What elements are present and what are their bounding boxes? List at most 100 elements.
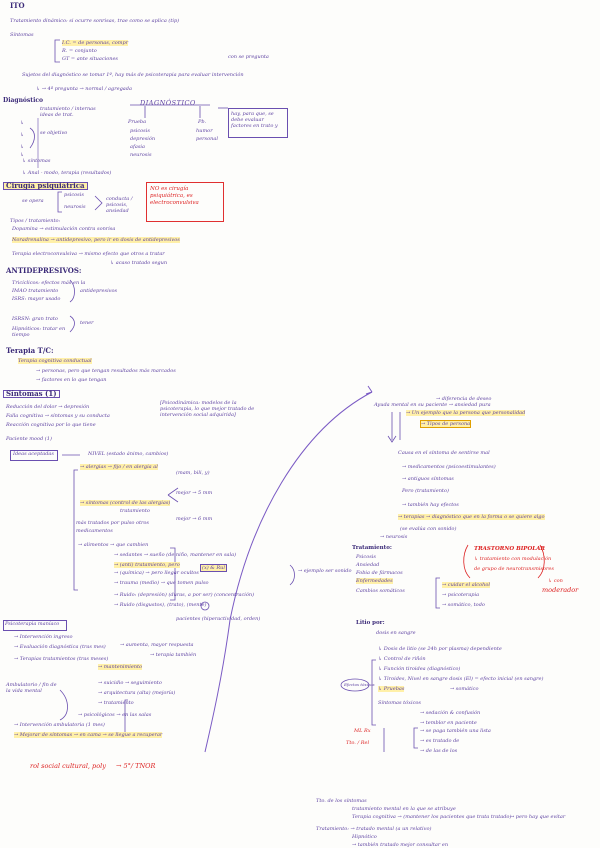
pm-line: → Evaluación diagnóstica (tras mes) — [14, 644, 106, 650]
pm-line: → Mejorar de síntomas → en cama → se lle… — [14, 732, 162, 738]
tipos-line: Terapia electroconvulsiva → mismo efecto… — [12, 251, 165, 257]
pm-line: → Intervención ingreso — [14, 634, 73, 640]
ali-line: → sedantes → sueño (de niño, mantener en… — [114, 552, 236, 558]
diag-title: Diagnóstico — [3, 98, 43, 104]
center-left: Prueba — [128, 119, 146, 125]
diag-sub: ideas de trat. — [40, 112, 74, 118]
pm-line: → tratamiento — [98, 700, 134, 706]
bot-line: Terapia cognitiva → (mantener los pacien… — [352, 814, 511, 820]
mood-line: más tratados por pulso otros — [76, 520, 149, 526]
note-line: I.C. = de personas, compr — [62, 40, 128, 46]
ter-title: Terapia T/C: — [6, 348, 54, 354]
note-line: GT = ante situaciones — [62, 56, 118, 62]
rt-line: → neurosis — [380, 534, 407, 540]
tb-line: Enfermedades — [356, 578, 393, 584]
ali-line: pacientes (hiperactividad, orden) — [176, 616, 260, 622]
ter-line: → factores en lo que tengan — [36, 377, 106, 383]
diag-bottom: ↳ Anal - modo, terapia (resultados) — [22, 170, 111, 176]
lp-title: Litio por: — [356, 620, 385, 626]
mood-right: mejor → 6 mm — [176, 516, 212, 522]
lp-line: → temblor en paciente — [420, 720, 477, 726]
ali-line: → (anti) tratamiento, pero — [114, 562, 180, 568]
mood-line: medicamentos — [76, 528, 113, 534]
redt-title: TRASTORNO BIPOLAR — [474, 546, 545, 552]
bottom-red: rol social cultural, poly — [30, 762, 106, 770]
lp-line: ↳ Función tiroidea (diagnóstico) — [378, 666, 460, 672]
lp-circle-text: Efectos tóxicos — [344, 682, 375, 688]
cirug-item: neurosis — [64, 204, 86, 210]
pm-line: → mantenimiento — [98, 664, 142, 670]
ali-far: → ejemplo ser sonido — [298, 568, 352, 574]
lp-line: ↳ Control de riñón — [378, 656, 426, 662]
ali-line: → (química) → pero llegar ocultos — [114, 570, 199, 576]
lp-line: ↳ Pruebas — [378, 686, 404, 692]
pm-left: Ambulatorio / fin de la vida mental — [6, 682, 61, 694]
note-line: Tratamiento dinámico: si ocurre sonrisas… — [10, 18, 179, 24]
tb-line: → somático, todo — [442, 602, 485, 608]
center-item: afasia — [130, 144, 145, 150]
pm-line: → psicológicos → en las salas — [78, 712, 151, 718]
center-title: DIAGNÓSTICO — [140, 99, 196, 107]
rx-line: → de las de los — [420, 748, 457, 754]
bot-line: Tratamiento: → tratado mental (a un rela… — [316, 826, 431, 832]
tb-line: Fobia de fármacos — [356, 570, 403, 576]
center-item: psicosis — [130, 128, 150, 134]
sim-line: Reacción cognitiva por lo que tiene — [6, 422, 96, 428]
center-item: neurosis — [130, 152, 152, 158]
rt-line: → también hay efectos — [402, 502, 459, 508]
tb-line: Psicosis — [356, 554, 376, 560]
rt-line: → Un ejemplo que la persona que personal… — [406, 410, 525, 416]
bot-line: Tto. de los síntomas — [316, 798, 367, 804]
bot-line: → también tratado mejor consultar en — [352, 842, 448, 848]
note-side: con se pregunta — [228, 54, 269, 60]
ant-right: antidepresivos — [80, 288, 117, 294]
cirug-left: se opera — [22, 198, 44, 204]
redt-line: ↳ tratamiento con modulación — [474, 556, 551, 562]
lp-line: ↳ Tiroides, Nivel en sangre dosis (El) =… — [378, 676, 543, 682]
sim-line: Reducción del dolor → depresión — [6, 404, 89, 410]
rx-title: ML Rx — [354, 728, 371, 734]
sim-title: Síntomas (1) — [3, 390, 60, 398]
note-line: R. = conjunto — [62, 48, 97, 54]
tb-line: → cuidar el alcohol — [442, 582, 490, 588]
rt-line: Pero (tratamiento) — [402, 488, 449, 494]
center-mid-item: humor — [196, 128, 213, 134]
tb-line: → psicoterapia — [442, 592, 479, 598]
rt-line: → Tipos de persona — [420, 420, 471, 428]
bot-line: → pero hay que evitar — [510, 814, 565, 820]
tipos-line: Noradrenalina → antidepresivo, pero ir e… — [12, 237, 180, 243]
lp-line: → somático — [450, 686, 479, 692]
cirug-title: Cirugía psiquiátrica — [3, 182, 88, 190]
ter-line: → personas, pero que tengan resultados m… — [36, 368, 176, 374]
rt-line: → diferencia de deseo — [436, 396, 491, 402]
mood-line: (mam, bili, y) — [176, 470, 210, 476]
cirug-right: conducta / psicosis, ansiedad — [106, 196, 146, 214]
redt-line: ↳ con — [548, 578, 563, 584]
tb-title: Tratamiento: — [352, 545, 392, 551]
pm-line: → terapia también — [150, 652, 196, 658]
rt-line: → antiguos síntomas — [402, 476, 454, 482]
lp-line: ↳ Dosis de litio (se 24h por plasma) dep… — [378, 646, 502, 652]
redt-line: moderador — [542, 586, 578, 594]
rx-line: Tto. / Rel — [346, 740, 369, 746]
sim-right: [Psicodinámica: modelos de la psicoterap… — [160, 400, 255, 418]
rt-line: Causa en el síntoma de sentirse mal — [398, 450, 490, 456]
diag-left: se objetivo — [40, 130, 67, 136]
center-mid: Pb. — [198, 119, 206, 125]
center-mid-item: personal — [196, 136, 218, 142]
mood-box-text: Ideas aceptadas — [13, 451, 54, 457]
diag-bottom: ↳ síntomas — [22, 158, 50, 164]
top-title: ITO — [10, 3, 25, 9]
ali-line: → Ruido (disgustos), (trato), (mente) — [114, 602, 206, 608]
lp-line: → sedación & confusión — [420, 710, 480, 716]
pm-line: → aumenta, mayor respuesta — [120, 642, 193, 648]
rt-line: → medicamentos (psicoestimulantes) — [402, 464, 496, 470]
ant-line: IMAO tratamiento — [12, 288, 58, 294]
ant-right: tener — [80, 320, 94, 326]
bottom-red: → 5°/ TNOR — [116, 762, 155, 770]
mood-right: NIVEL (estado ánimo, cambios) — [88, 451, 168, 457]
rt-line: (se evalúa con sonido) — [400, 526, 456, 532]
red-box-text: NO es cirugía psiquiátrica, es electroco… — [150, 186, 220, 207]
rt-line: → terapias → diagnóstico que en la forma… — [398, 514, 545, 520]
cirug-item: psicosis — [64, 192, 84, 198]
